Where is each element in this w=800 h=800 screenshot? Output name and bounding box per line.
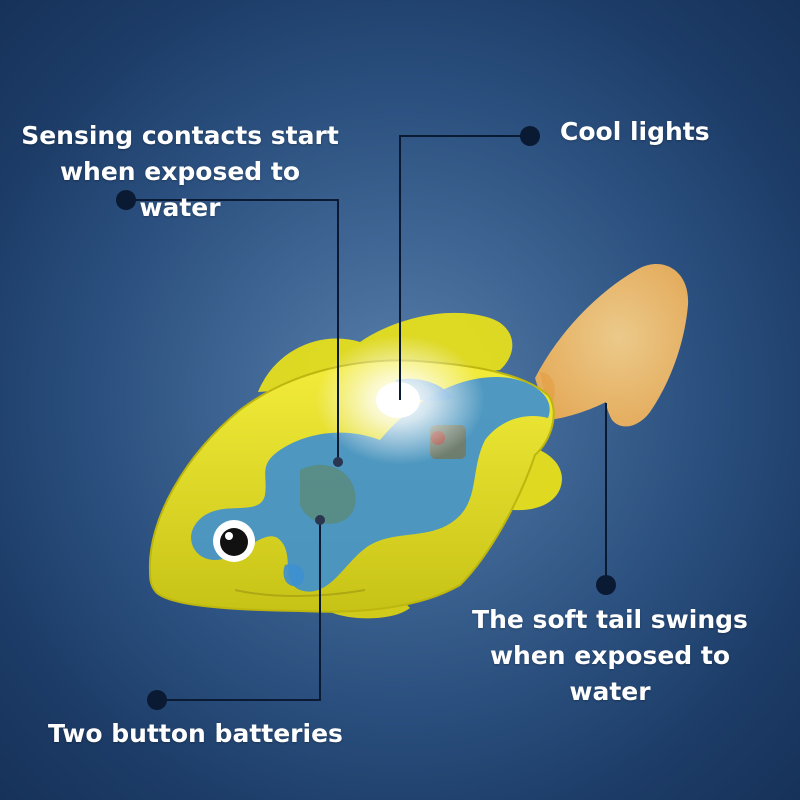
cool-lights-label: Cool lights (560, 117, 710, 146)
callout-leader-lines (126, 135, 607, 701)
sensing-contacts-label: Sensing contacts start when exposed to w… (21, 121, 339, 222)
soft-tail-fin (535, 264, 689, 427)
callout-end-markers (315, 457, 343, 525)
soft-tail-label: The soft tail swings when exposed to wat… (472, 605, 748, 706)
callout-dots (116, 126, 616, 710)
button-batteries-label: Two button batteries (48, 719, 343, 748)
fish-eye (213, 520, 255, 562)
